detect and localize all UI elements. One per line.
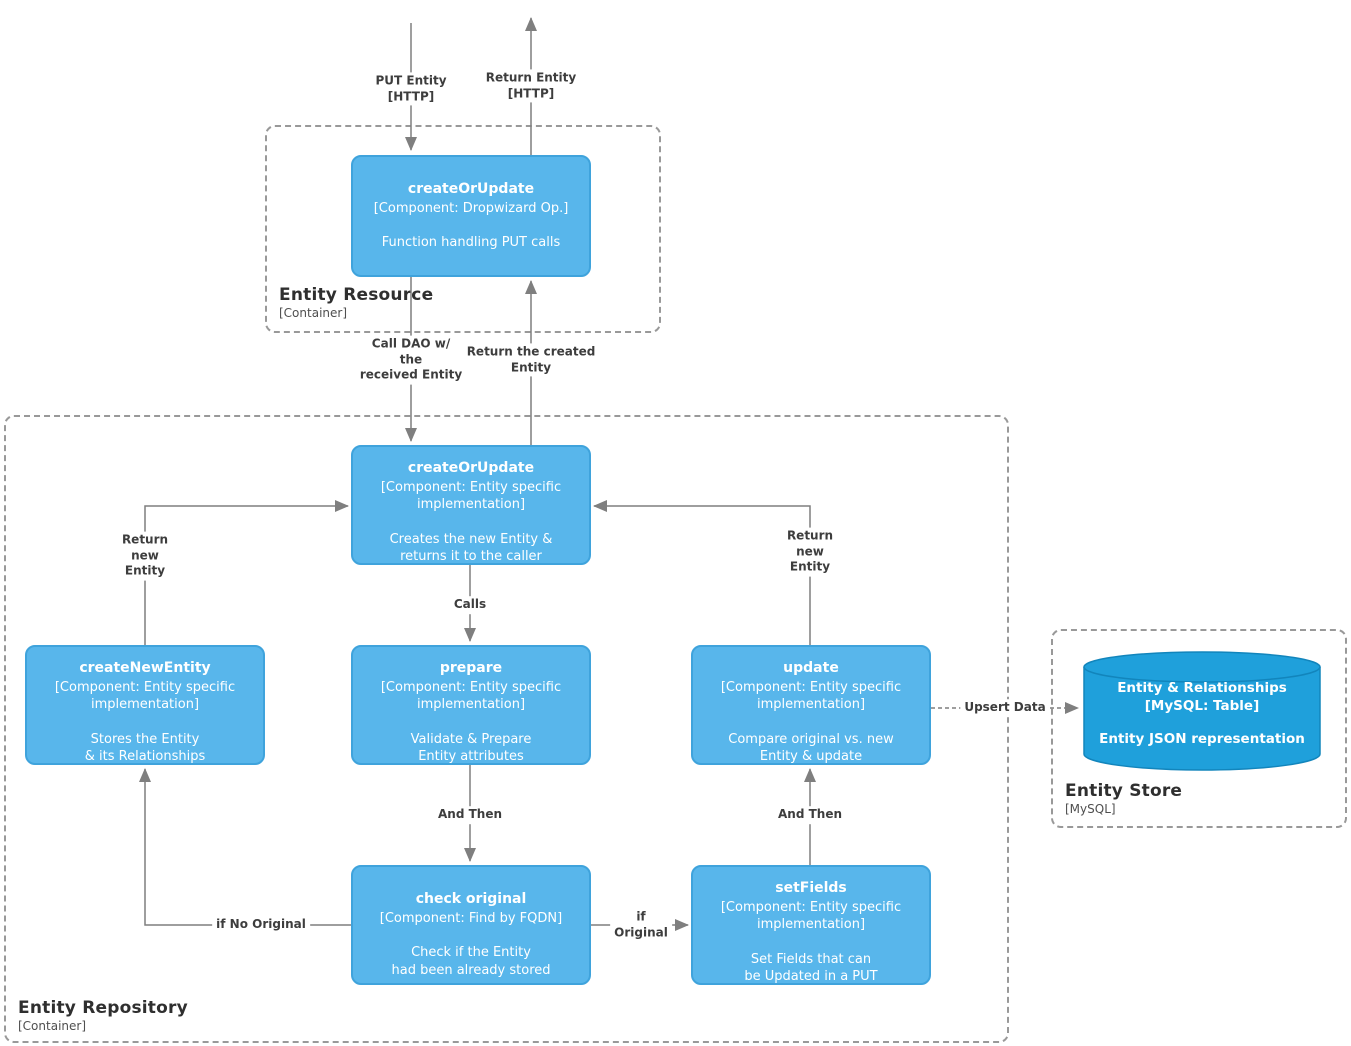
container-type: [MySQL] bbox=[1065, 802, 1116, 816]
edge-label-return-new-right: Return new Entity bbox=[782, 527, 838, 577]
container-entity-store: Entity Store [MySQL] bbox=[1051, 629, 1347, 828]
node-create-or-update-resource: createOrUpdate [Component: Dropwizard Op… bbox=[351, 155, 591, 277]
container-entity-store-label: Entity Store [MySQL] bbox=[1065, 781, 1182, 816]
edge-return-new-right bbox=[593, 500, 811, 645]
node-title: setFields bbox=[775, 880, 847, 896]
node-meta: [Component: Find by FQDN] bbox=[379, 910, 563, 926]
edge-return-new-left bbox=[144, 500, 349, 645]
node-meta: [Component: Entity specific implementati… bbox=[54, 679, 236, 713]
node-meta: [Component: Entity specific implementati… bbox=[380, 679, 562, 713]
container-title: Entity Resource bbox=[279, 285, 434, 305]
container-type: [Container] bbox=[279, 306, 348, 320]
node-desc: Check if the Entity had been already sto… bbox=[391, 945, 551, 978]
node-meta: [Component: Entity specific implementati… bbox=[380, 479, 562, 513]
edge-label-if-original: if Original bbox=[610, 908, 672, 942]
node-check-original: check original [Component: Find by FQDN]… bbox=[351, 865, 591, 985]
node-desc: Validate & Prepare Entity attributes bbox=[410, 731, 532, 765]
node-title: update bbox=[783, 660, 839, 676]
node-prepare: prepare [Component: Entity specific impl… bbox=[351, 645, 591, 765]
edge-label-put-entity: PUT Entity [HTTP] bbox=[371, 72, 451, 106]
edge-label-call-dao: Call DAO w/ the received Entity bbox=[355, 335, 467, 385]
edge-label-return-entity: Return Entity [HTTP] bbox=[481, 69, 581, 103]
node-title: createOrUpdate bbox=[407, 181, 535, 197]
node-create-new-entity: createNewEntity [Component: Entity speci… bbox=[25, 645, 265, 765]
node-entity-table-db: Entity & Relationships [MySQL: Table] En… bbox=[1082, 650, 1322, 772]
node-desc: Compare original vs. new Entity & update bbox=[728, 731, 894, 765]
db-text: Entity & Relationships [MySQL: Table] En… bbox=[1082, 679, 1322, 749]
node-title: check original bbox=[415, 891, 527, 907]
node-title: prepare bbox=[439, 660, 503, 676]
edge-label-and-then-right: And Then bbox=[773, 806, 847, 824]
node-create-or-update-repo: createOrUpdate [Component: Entity specif… bbox=[351, 445, 591, 565]
node-desc: Function handling PUT calls bbox=[381, 235, 561, 251]
database-cylinder-icon bbox=[1083, 651, 1321, 771]
node-set-fields: setFields [Component: Entity specific im… bbox=[691, 865, 931, 985]
edge-label-return-created: Return the created Entity bbox=[462, 343, 600, 377]
edge-label-if-no-original: if No Original bbox=[212, 916, 310, 934]
edge-label-and-then-left: And Then bbox=[433, 806, 507, 824]
node-update: update [Component: Entity specific imple… bbox=[691, 645, 931, 765]
node-meta: [Component: Entity specific implementati… bbox=[720, 899, 902, 933]
edge-label-calls: Calls bbox=[449, 596, 491, 614]
node-title: createNewEntity bbox=[79, 660, 211, 676]
node-desc: Stores the Entity & its Relationships bbox=[84, 731, 206, 765]
db-title: Entity & Relationships bbox=[1117, 680, 1287, 696]
node-title: createOrUpdate bbox=[407, 460, 535, 476]
node-desc: Set Fields that can be Updated in a PUT bbox=[744, 951, 878, 985]
edge-label-upsert-data: Upsert Data bbox=[960, 699, 1050, 717]
db-meta: [MySQL: Table] bbox=[1144, 698, 1260, 715]
node-meta: [Component: Entity specific implementati… bbox=[720, 679, 902, 713]
node-desc: Creates the new Entity & returns it to t… bbox=[389, 531, 553, 565]
db-desc: Entity JSON representation bbox=[1099, 731, 1305, 748]
container-title: Entity Repository bbox=[18, 998, 188, 1018]
edge-if-no-original bbox=[139, 768, 351, 926]
container-entity-repository-label: Entity Repository [Container] bbox=[18, 998, 188, 1033]
container-entity-resource-label: Entity Resource [Container] bbox=[279, 285, 433, 320]
container-type: [Container] bbox=[18, 1019, 87, 1033]
container-entity-resource: Entity Resource [Container] bbox=[265, 125, 661, 333]
node-meta: [Component: Dropwizard Op.] bbox=[373, 200, 569, 216]
container-title: Entity Store bbox=[1065, 781, 1183, 801]
edge-label-return-new-left: Return new Entity bbox=[117, 531, 173, 581]
container-entity-repository: Entity Repository [Container] bbox=[4, 415, 1009, 1043]
